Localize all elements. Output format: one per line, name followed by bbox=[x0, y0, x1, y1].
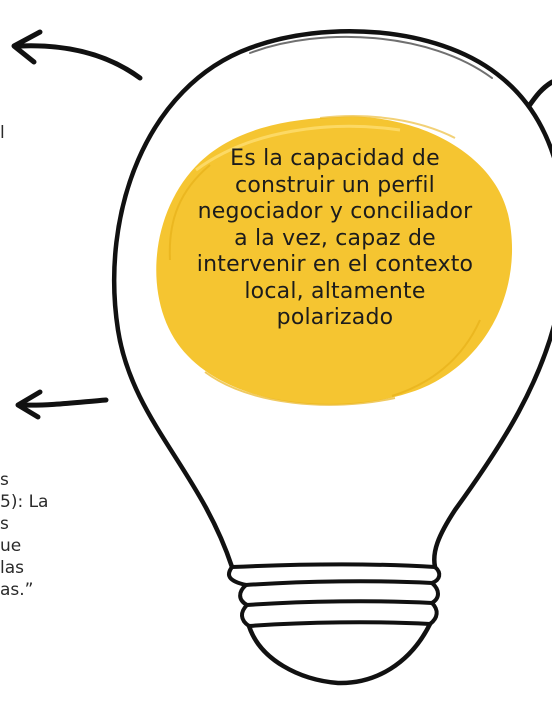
arrow-left-middle-icon bbox=[15, 389, 109, 420]
center-line-5: intervenir en el contexto bbox=[196, 252, 474, 277]
left-bottom-line-6: as.” bbox=[0, 580, 34, 600]
center-line-6: local, altamente bbox=[244, 278, 426, 304]
left-bottom-line-4: ue bbox=[0, 536, 22, 556]
center-line-2: construir un perfil bbox=[235, 172, 435, 198]
arrow-left-top-icon bbox=[11, 29, 143, 81]
center-line-7: polarizado bbox=[276, 305, 394, 330]
arrow-right-top-icon bbox=[526, 79, 552, 109]
center-line-3: negociador y conciliador bbox=[197, 199, 473, 224]
center-line-1: Es la capacidad de bbox=[230, 146, 440, 171]
lightbulb-icon bbox=[111, 29, 552, 686]
left-bottom-line-3: s bbox=[0, 514, 9, 534]
left-bottom-text-fragment: s 5): La s ue las as.” bbox=[0, 469, 48, 601]
left-bottom-line-5: las bbox=[0, 558, 24, 578]
center-definition-text: Es la capacidad de construir un perfil n… bbox=[150, 146, 520, 332]
left-bottom-line-2: 5): La bbox=[0, 492, 49, 512]
left-bottom-line-1: s bbox=[0, 470, 9, 490]
highlight-blob bbox=[156, 115, 513, 406]
center-line-4: a la vez, capaz de bbox=[234, 225, 436, 251]
left-top-text-fragment: l bbox=[0, 123, 5, 143]
